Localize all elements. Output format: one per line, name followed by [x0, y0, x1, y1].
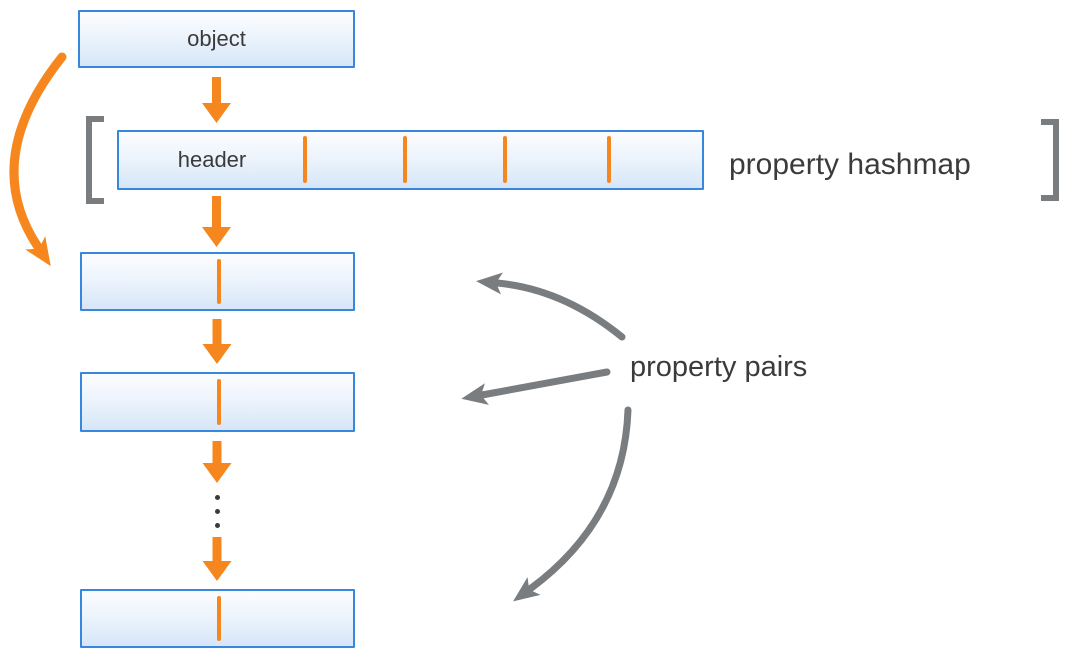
hashmap-slot-divider — [403, 136, 407, 183]
ellipsis-dot — [215, 509, 220, 514]
pair-divider — [217, 596, 221, 641]
gray-straight-arrow-middle-icon — [461, 368, 611, 405]
hashmap-slot-divider — [303, 136, 307, 183]
property-pairs-label: property pairs — [630, 351, 808, 383]
object-box: object — [78, 10, 355, 68]
property-hashmap-label: property hashmap — [729, 148, 971, 181]
gray-curved-arrow-bottom-icon — [513, 406, 632, 602]
property-pair-box — [80, 252, 355, 311]
hashmap-slot-divider — [503, 136, 507, 183]
left-bracket-icon — [86, 116, 104, 204]
object-box-label: object — [187, 26, 246, 51]
pair-divider — [217, 259, 221, 304]
hashmap-slot-divider — [607, 136, 611, 183]
ellipsis-dot — [215, 495, 220, 500]
ellipsis-dot — [215, 523, 220, 528]
pair-divider — [217, 379, 221, 425]
right-bracket-icon — [1041, 119, 1059, 201]
header-box-label: header — [177, 147, 247, 172]
property-pair-box — [80, 589, 355, 648]
property-hashmap-box: header — [117, 130, 704, 190]
gray-curved-arrow-top-icon — [476, 272, 626, 341]
property-pair-box — [80, 372, 355, 432]
curved-arrow-object-to-pair-icon — [9, 52, 67, 267]
